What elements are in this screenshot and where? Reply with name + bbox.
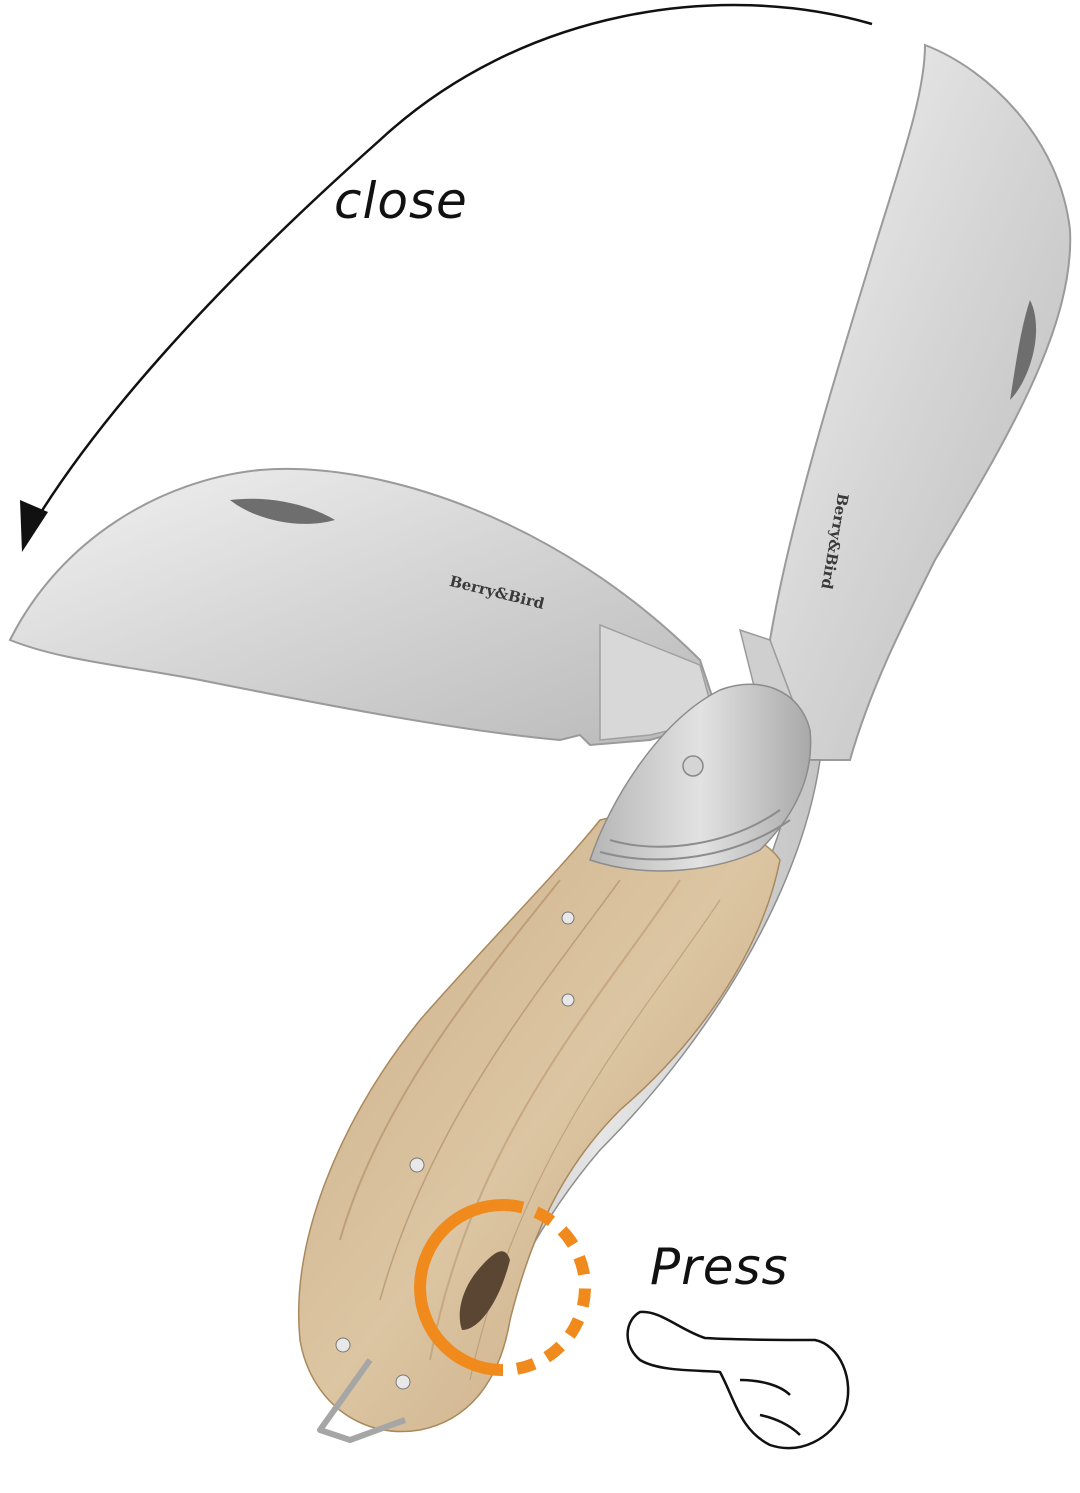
- lanyard-bail: [317, 1358, 407, 1443]
- right-blade: [738, 43, 1072, 761]
- left-blade: [8, 467, 722, 747]
- bolster: [589, 683, 812, 872]
- press-annotation: Press: [650, 1238, 789, 1296]
- pointing-hand-icon: [626, 1310, 850, 1450]
- curved-arrow-icon: [20, 3, 873, 552]
- dashed-circle-icon: [413, 1198, 592, 1377]
- close-annotation: close: [334, 172, 468, 230]
